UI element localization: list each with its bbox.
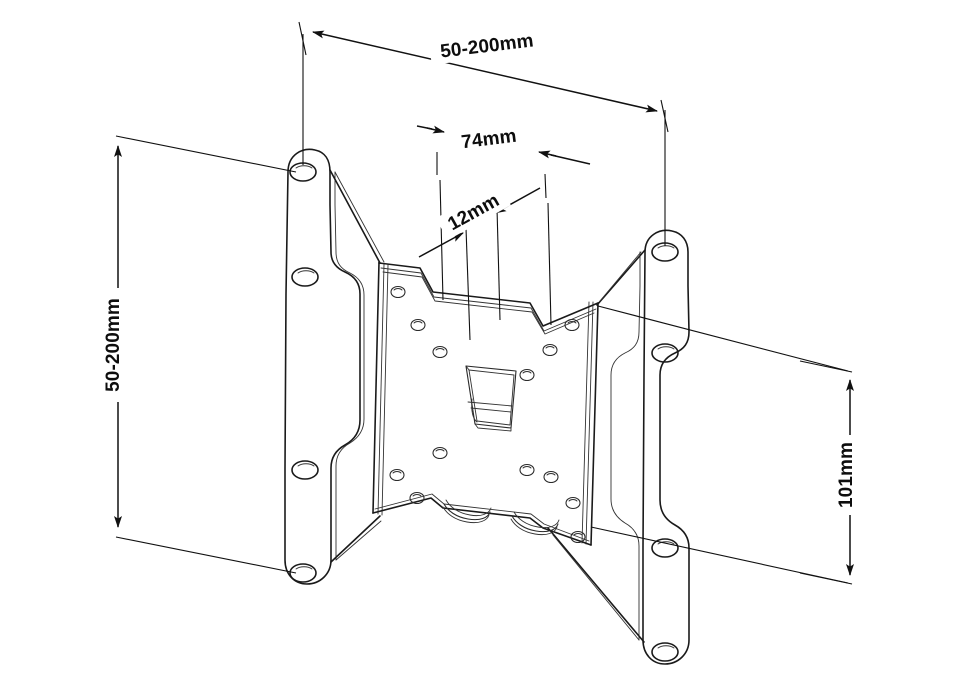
dim-label-plate-offset: 12mm <box>444 190 503 235</box>
vesa-hole <box>564 318 580 332</box>
vesa-hole <box>570 530 586 544</box>
right-plate-slot-2 <box>651 343 679 363</box>
bottom-hook-2 <box>510 511 560 536</box>
vesa-hole <box>542 343 558 357</box>
vesa-hole <box>565 496 581 510</box>
right-plate-slot-4 <box>651 642 679 662</box>
left-plate-slot-4 <box>289 563 317 583</box>
dim-label-vesa-height: 101mm <box>836 442 857 508</box>
vesa-hole <box>543 470 559 484</box>
release-tab <box>465 365 517 432</box>
right-wall-plate <box>547 229 690 665</box>
vesa-hole <box>390 285 406 299</box>
vesa-hole <box>432 446 448 460</box>
dim-label-height-range: 50-200mm <box>103 298 124 392</box>
vertical-height-dimension: 50-200mm <box>100 135 297 574</box>
vesa-hole <box>432 345 448 359</box>
vesa-hole <box>410 318 426 332</box>
center-vesa-plate <box>372 261 599 546</box>
vesa-horizontal-dimension: 74mm <box>416 121 591 326</box>
vesa-hole <box>389 468 405 482</box>
bottom-hook-1 <box>442 499 492 524</box>
vesa-vertical-dimension: 101mm <box>590 305 857 585</box>
left-wall-plate <box>284 148 385 585</box>
vesa-hole <box>409 491 425 505</box>
vesa-hole <box>519 463 535 477</box>
right-plate-slot-3 <box>651 538 679 558</box>
vesa-hole <box>519 368 535 382</box>
left-plate-slot-3 <box>291 460 319 480</box>
left-plate-slot-2 <box>291 267 319 287</box>
